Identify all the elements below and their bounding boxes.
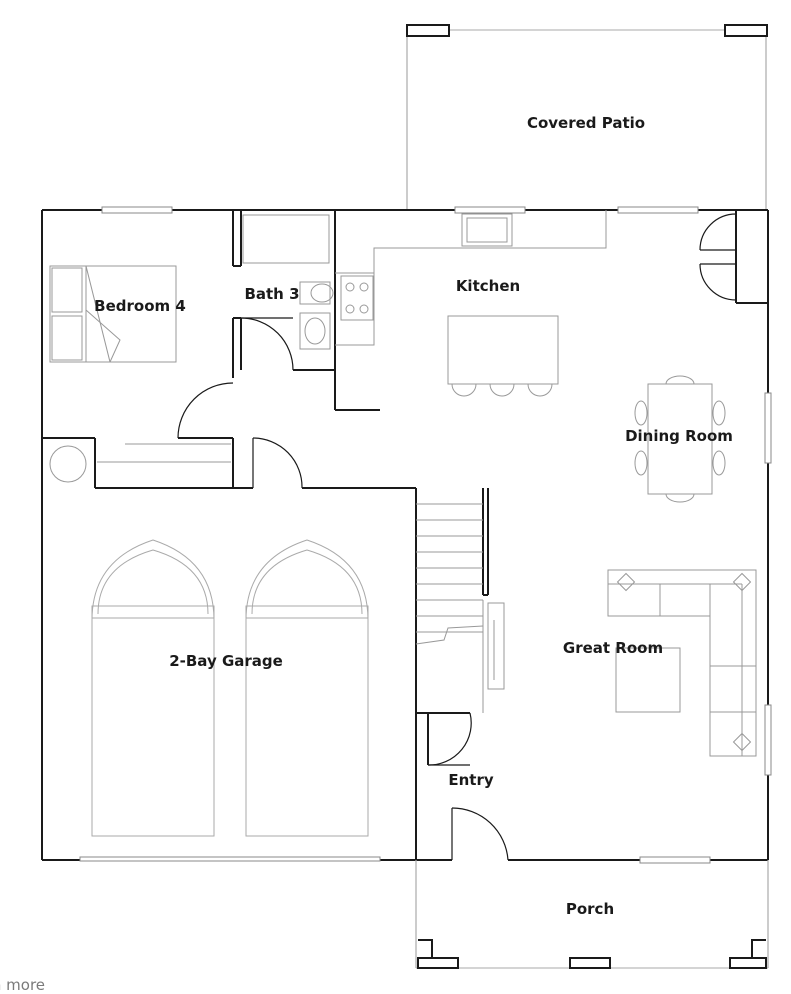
garage-cars bbox=[91, 539, 369, 837]
label-dining-room: Dining Room bbox=[625, 427, 733, 445]
label-great-room: Great Room bbox=[563, 639, 663, 657]
learn-more-link[interactable]: rn more bbox=[0, 976, 46, 994]
label-covered-patio: Covered Patio bbox=[527, 114, 645, 132]
label-bedroom-4: Bedroom 4 bbox=[94, 297, 186, 315]
dining-table bbox=[634, 375, 726, 503]
bath-fixtures bbox=[242, 214, 334, 350]
label-kitchen: Kitchen bbox=[456, 277, 520, 295]
kitchen-fixtures bbox=[335, 210, 607, 397]
windows bbox=[79, 206, 772, 864]
label-porch: Porch bbox=[566, 900, 614, 918]
label-garage: 2-Bay Garage bbox=[169, 652, 283, 670]
staircase bbox=[415, 503, 505, 713]
bedroom-furniture bbox=[49, 265, 231, 483]
interior-walls bbox=[42, 210, 768, 860]
label-bath-3: Bath 3 bbox=[244, 285, 299, 303]
door-swings bbox=[177, 213, 737, 861]
label-entry: Entry bbox=[448, 771, 493, 789]
covered-patio-outline bbox=[406, 24, 768, 210]
porch-outline bbox=[415, 860, 769, 969]
sectional-sofa bbox=[607, 569, 757, 757]
